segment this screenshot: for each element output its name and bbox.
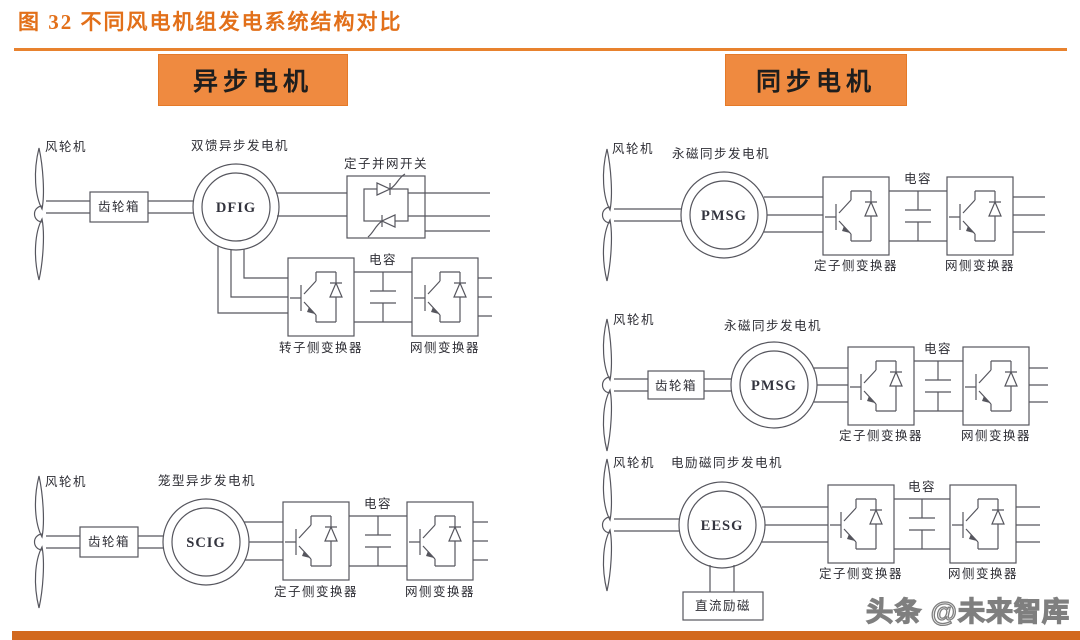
gearbox-box xyxy=(647,370,705,400)
grid-output-stubs xyxy=(1016,506,1040,543)
stator-lines xyxy=(764,196,823,233)
stator-converter-box xyxy=(822,176,890,256)
excitation-lines xyxy=(709,565,735,592)
shaft-lines xyxy=(138,535,163,549)
grid-converter-box xyxy=(949,484,1017,564)
wind-turbine-icon xyxy=(601,148,613,282)
grid-output-stubs xyxy=(1029,367,1048,403)
generator-code-label: PMSG xyxy=(751,378,797,394)
capacitor-label: 电容 xyxy=(908,479,936,494)
grid-converter-label: 网侧变换器 xyxy=(948,566,1018,581)
title-underline xyxy=(14,48,1067,51)
stator-converter-box xyxy=(282,501,350,581)
grid-output-stubs xyxy=(478,277,492,317)
pmsg-geared-diagram: 风轮机 齿轮箱 永磁同步发电机 PMSG 电容 定子侧变换器 网侧变换器 xyxy=(601,313,1048,452)
stator-converter-box xyxy=(847,346,915,426)
generator-name-label: 双馈异步发电机 xyxy=(191,138,289,153)
wind-turbine-icon xyxy=(33,147,45,281)
gearbox-label: 齿轮箱 xyxy=(98,199,140,214)
rotor-converter-label: 转子侧变换器 xyxy=(279,340,363,355)
stator-converter-label: 定子侧变换器 xyxy=(819,566,903,581)
capacitor-label: 电容 xyxy=(924,341,952,356)
grid-lines xyxy=(408,192,490,232)
gearbox-label: 齿轮箱 xyxy=(88,534,130,549)
wind-turbine-label: 风轮机 xyxy=(613,313,655,327)
shaft-lines xyxy=(614,208,681,222)
stator-lines xyxy=(762,506,828,543)
stator-converter-label: 定子侧变换器 xyxy=(814,258,898,273)
shaft-lines xyxy=(614,378,648,392)
generator-name-label: 永磁同步发电机 xyxy=(724,318,822,333)
grid-converter-label: 网侧变换器 xyxy=(961,428,1031,443)
rotor-converter-box xyxy=(287,257,355,337)
header-sync-motor: 同步电机 xyxy=(725,54,907,106)
grid-converter-label: 网侧变换器 xyxy=(410,340,480,355)
grid-converter-box xyxy=(411,257,479,337)
gearbox-box xyxy=(79,526,139,558)
rotor-connection-lines xyxy=(217,246,288,314)
scig-diagram: 风轮机 齿轮箱 笼型异步发电机 SCIG 电容 定子侧变换器 网侧变换器 xyxy=(33,473,488,609)
capacitor-icon xyxy=(364,515,392,567)
wind-turbine-label: 风轮机 xyxy=(613,456,655,470)
generator-name-label: 永磁同步发电机 xyxy=(672,146,770,161)
generator-code-label: DFIG xyxy=(216,200,256,216)
grid-converter-label: 网侧变换器 xyxy=(945,258,1015,273)
grid-converter-box xyxy=(962,346,1030,426)
wind-turbine-label: 风轮机 xyxy=(45,140,87,154)
generator-name-label: 笼型异步发电机 xyxy=(158,473,256,488)
shaft-lines xyxy=(148,200,193,214)
grid-converter-box xyxy=(406,501,474,581)
watermark: 头条 @未来智库 xyxy=(866,596,1070,627)
generator-code-label: SCIG xyxy=(186,535,225,551)
capacitor-icon xyxy=(908,498,936,550)
thyristor-switch-icon xyxy=(363,173,409,238)
bottom-bar xyxy=(12,631,1080,640)
stator-converter-label: 定子侧变换器 xyxy=(274,584,358,599)
eesg-diagram: 风轮机 电励磁同步发电机 EESG 电容 定子侧变换器 网侧变换器 直流励磁 xyxy=(601,455,1040,621)
stator-switch-label: 定子并网开关 xyxy=(344,156,428,171)
grid-output-stubs xyxy=(1013,196,1045,233)
capacitor-icon xyxy=(924,360,952,412)
shaft-lines xyxy=(704,378,731,392)
generator-code-label: PMSG xyxy=(701,208,747,224)
dfig-diagram: 风轮机 齿轮箱 双馈异步发电机 DFIG 定子并网开关 xyxy=(33,138,492,355)
capacitor-label: 电容 xyxy=(904,171,932,186)
shaft-lines xyxy=(614,518,679,532)
capacitor-icon xyxy=(904,190,932,242)
stator-converter-box xyxy=(827,484,895,564)
shaft-lines xyxy=(46,200,90,214)
dc-excitation-box xyxy=(682,591,764,621)
gearbox-label: 齿轮箱 xyxy=(655,378,697,393)
wind-turbine-icon xyxy=(33,475,45,609)
wind-turbine-icon xyxy=(601,458,613,592)
grid-converter-label: 网侧变换器 xyxy=(405,584,475,599)
capacitor-label: 电容 xyxy=(364,496,392,511)
capacitor-label: 电容 xyxy=(369,252,397,267)
header-async-motor: 异步电机 xyxy=(158,54,348,106)
dc-excitation-label: 直流励磁 xyxy=(695,598,751,613)
stator-converter-label: 定子侧变换器 xyxy=(839,428,923,443)
stator-switch-box xyxy=(346,175,426,239)
generator-code-label: EESG xyxy=(701,518,744,534)
generator-name-label: 电励磁同步发电机 xyxy=(671,455,783,470)
shaft-lines xyxy=(46,535,80,549)
grid-output-stubs xyxy=(473,521,488,561)
grid-converter-box xyxy=(946,176,1014,256)
stator-lines xyxy=(814,367,848,403)
stator-lines xyxy=(244,521,283,561)
gearbox-box xyxy=(89,191,149,223)
wind-turbine-label: 风轮机 xyxy=(612,142,654,156)
pmsg-direct-diagram: 风轮机 永磁同步发电机 PMSG 电容 定子侧变换器 网侧变换器 xyxy=(601,142,1045,282)
wind-turbine-icon xyxy=(601,318,613,452)
wind-turbine-label: 风轮机 xyxy=(45,475,87,489)
figure-title: 图 32 不同风电机组发电系统结构对比 xyxy=(18,10,403,34)
capacitor-icon xyxy=(369,271,397,323)
